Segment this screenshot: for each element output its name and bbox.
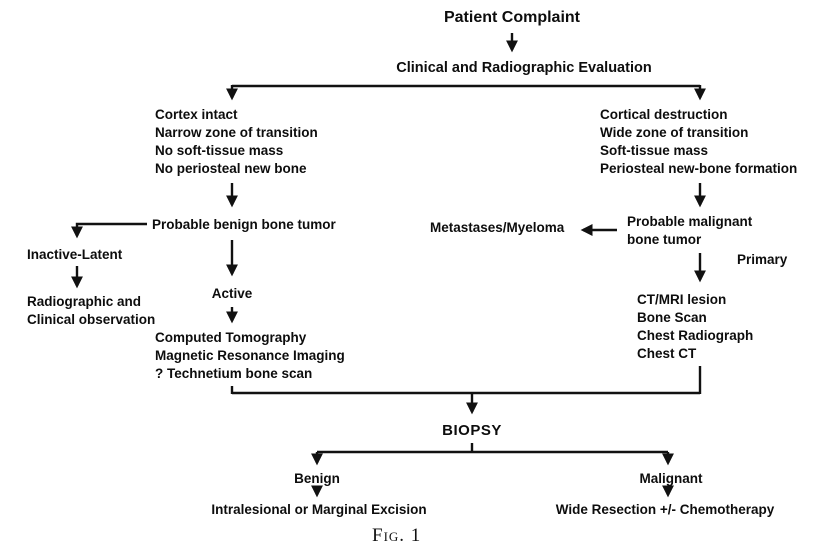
text-line: CT/MRI lesion bbox=[637, 292, 727, 307]
text-line: Narrow zone of transition bbox=[155, 125, 318, 140]
node-inactive-latent: Inactive-Latent bbox=[27, 247, 123, 262]
node-patient-complaint: Patient Complaint bbox=[443, 9, 580, 26]
text-line: Periosteal new-bone formation bbox=[600, 161, 798, 176]
text-line: ? Technetium bone scan bbox=[155, 366, 313, 381]
node-clinical-radiographic-evaluation: Clinical and Radiographic Evaluation bbox=[396, 60, 652, 76]
node-benign-outcome: Intralesional or Marginal Excision bbox=[211, 502, 427, 517]
text-line: Cortex intact bbox=[155, 107, 238, 122]
node-metastases-myeloma: Metastases/Myeloma bbox=[430, 220, 565, 235]
text-line: No soft-tissue mass bbox=[155, 143, 284, 158]
arrow-benign-to-inactive bbox=[71, 222, 147, 239]
node-radiographic-clinical-observation: Radiographic and Clinical observation bbox=[27, 293, 155, 329]
text-line: Radiographic and bbox=[27, 294, 142, 309]
node-active: Active bbox=[211, 286, 253, 301]
node-malignant: Malignant bbox=[639, 471, 703, 486]
node-malignant-outcome: Wide Resection +/- Chemotherapy bbox=[555, 502, 775, 517]
text-line: No periosteal new bone bbox=[155, 161, 307, 176]
text-line: Magnetic Resonance Imaging bbox=[155, 348, 345, 363]
node-benign-criteria: Cortex intact Narrow zone of transition … bbox=[155, 106, 318, 178]
figure-caption: Fig. 1 bbox=[372, 525, 422, 546]
text-line: Soft-tissue mass bbox=[600, 143, 709, 158]
node-probable-malignant-bone-tumor: Probable malignant bone tumor bbox=[627, 213, 752, 249]
node-imaging-options: Computed Tomography Magnetic Resonance I… bbox=[155, 329, 345, 383]
text-line: Computed Tomography bbox=[155, 330, 307, 345]
text-line: bone tumor bbox=[627, 232, 702, 247]
text-line: Bone Scan bbox=[637, 310, 707, 325]
node-benign: Benign bbox=[294, 471, 340, 486]
node-biopsy: BIOPSY bbox=[442, 422, 502, 439]
text-line: Cortical destruction bbox=[600, 107, 728, 122]
node-malignant-workup: CT/MRI lesion Bone Scan Chest Radiograph… bbox=[637, 291, 753, 363]
node-probable-benign-bone-tumor: Probable benign bone tumor bbox=[152, 217, 336, 232]
text-line: Chest Radiograph bbox=[637, 328, 754, 343]
node-primary: Primary bbox=[737, 252, 788, 267]
node-malignant-criteria: Cortical destruction Wide zone of transi… bbox=[600, 106, 797, 178]
text-line: Clinical observation bbox=[27, 312, 156, 327]
text-line: Chest CT bbox=[637, 346, 697, 361]
text-line: Wide zone of transition bbox=[600, 125, 749, 140]
text-line: Probable malignant bbox=[627, 214, 753, 229]
